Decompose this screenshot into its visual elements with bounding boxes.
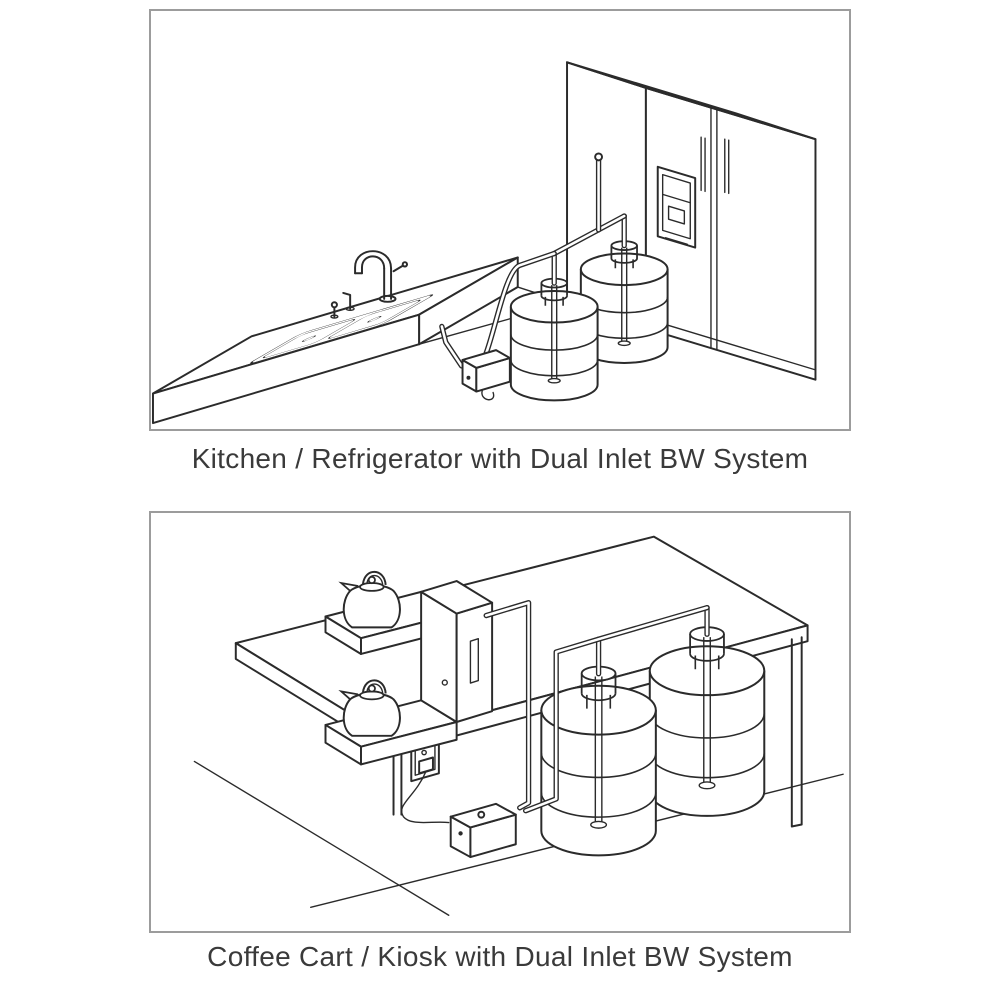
tubing-illustration xyxy=(483,600,710,814)
pump-led xyxy=(458,831,463,836)
pump-box-illustration xyxy=(449,802,517,859)
fridge-door-handles xyxy=(700,136,730,195)
kitchen-diagram-panel xyxy=(149,9,851,431)
pump-cord xyxy=(481,389,495,401)
front-water-bottle xyxy=(509,277,599,402)
sink-illustration xyxy=(250,294,434,364)
faucet-illustration xyxy=(330,250,409,319)
power-plug xyxy=(418,756,434,775)
tubing-illustration xyxy=(439,152,627,369)
pump-knob xyxy=(477,810,486,819)
power-switch xyxy=(441,679,448,686)
kitchen-caption: Kitchen / Refrigerator with Dual Inlet B… xyxy=(191,443,809,474)
coffee-cart-diagram-panel xyxy=(149,511,851,933)
power-cord xyxy=(400,770,450,824)
vent-slot xyxy=(469,638,480,684)
coffee-caption: Coffee Cart / Kiosk with Dual Inlet BW S… xyxy=(207,941,793,972)
kitchen-counter-illustration xyxy=(151,256,519,425)
water-ice-dispenser xyxy=(656,165,697,249)
kitchen-illustration-svg xyxy=(151,61,817,425)
coffee-brewer-illustration xyxy=(324,570,494,766)
sink-sprayer xyxy=(330,301,339,319)
coffee-cart-illustration-svg xyxy=(193,535,844,916)
back-water-bottle xyxy=(648,625,766,818)
water-bottles-illustration xyxy=(509,240,669,402)
fridge-inlet-fitting xyxy=(594,152,604,162)
pump-box-illustration xyxy=(461,349,511,401)
upper-coffee-carafe xyxy=(340,570,401,629)
soap-dispenser xyxy=(342,291,355,311)
brewer-tower xyxy=(420,580,494,723)
pump-led xyxy=(466,375,471,380)
